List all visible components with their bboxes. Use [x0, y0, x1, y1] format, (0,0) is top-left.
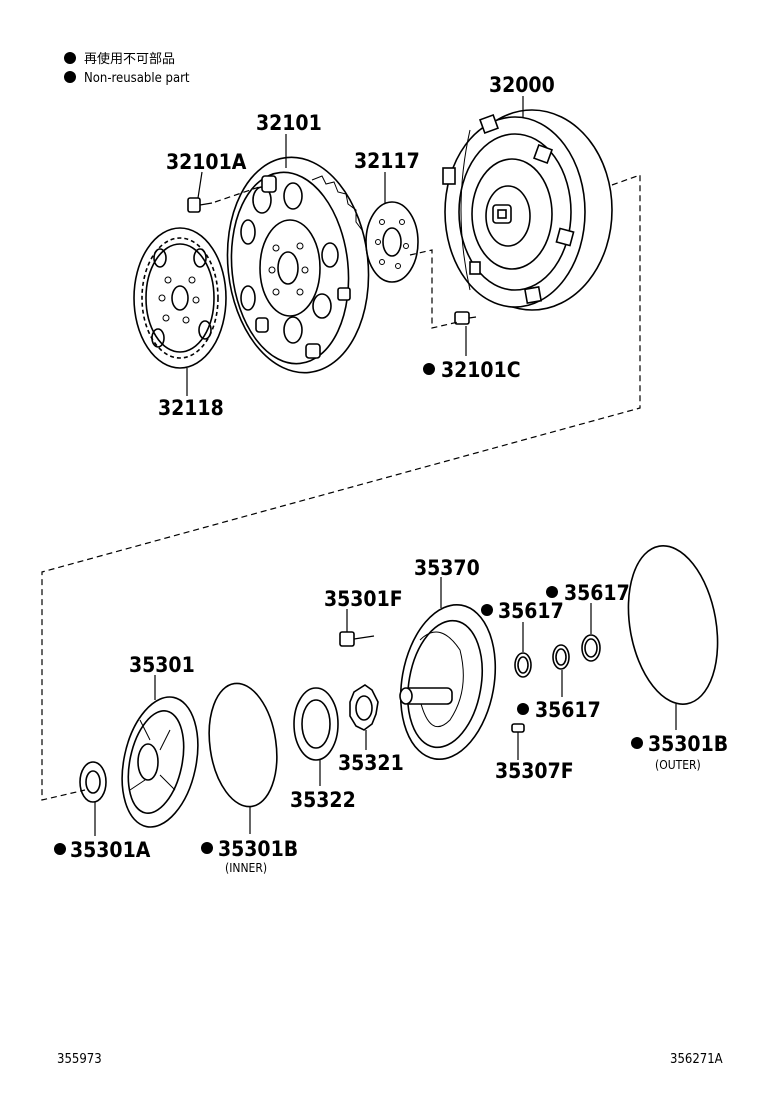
- non-reusable-marker-icon: [64, 52, 76, 64]
- figure-id-left: 355973: [57, 1052, 102, 1067]
- label-35301F: 35301F: [324, 587, 403, 611]
- torque-converter-drawing: [442, 109, 613, 311]
- driven-gear-drawing: [293, 687, 339, 761]
- oil-seal-drawing: [79, 761, 107, 803]
- label-35617-top: 35617: [564, 581, 630, 605]
- label-32101: 32101: [256, 111, 322, 135]
- non-reusable-marker-icon: [546, 586, 558, 598]
- alignment-lines: [41, 174, 641, 801]
- legend-text-jp: 再使用不可部品: [84, 51, 175, 67]
- non-reusable-marker-icon: [64, 71, 76, 83]
- label-35301A: 35301A: [70, 838, 151, 862]
- label-32101A: 32101A: [166, 150, 247, 174]
- bolt-35307F-drawing: [511, 723, 525, 745]
- bolt-32101A-drawing: [187, 197, 213, 213]
- label-35307F: 35307F: [495, 759, 574, 783]
- drive-plate-drawing: [226, 156, 370, 374]
- legend: 再使用不可部品 Non-reusable part: [64, 51, 190, 86]
- bolt-35301F-drawing: [339, 631, 375, 647]
- label-35321: 35321: [338, 751, 404, 775]
- sublabel-inner: (INNER): [225, 861, 267, 875]
- non-reusable-markers: [54, 363, 643, 855]
- signal-plate-drawing: [133, 227, 227, 369]
- o-ring-inner-drawing: [208, 682, 278, 808]
- non-reusable-marker-icon: [201, 842, 213, 854]
- figure-id-right: 356271A: [670, 1052, 723, 1067]
- label-35617-low: 35617: [535, 698, 601, 722]
- part-labels: 32000 32101 32101A 32117 32118 32101C 35…: [70, 73, 728, 875]
- label-35370: 35370: [414, 556, 480, 580]
- o-ring-outer-drawing: [627, 545, 719, 705]
- drive-gear-drawing: [349, 684, 379, 731]
- pump-body-drawing: [399, 603, 497, 761]
- bolt-32101C-drawing: [454, 311, 477, 325]
- non-reusable-marker-icon: [481, 604, 493, 616]
- label-35301: 35301: [129, 653, 195, 677]
- pump-housing-drawing: [121, 696, 199, 828]
- non-reusable-marker-icon: [54, 843, 66, 855]
- label-32117: 32117: [354, 149, 420, 173]
- non-reusable-marker-icon: [423, 363, 435, 375]
- label-35322: 35322: [290, 788, 356, 812]
- label-35301B-outer: 35301B: [648, 732, 728, 756]
- non-reusable-marker-icon: [517, 703, 529, 715]
- sublabel-outer: (OUTER): [655, 758, 701, 772]
- non-reusable-marker-icon: [631, 737, 643, 749]
- label-32101C: 32101C: [441, 358, 521, 382]
- leader-lines: [94, 96, 677, 836]
- label-32000: 32000: [489, 73, 555, 97]
- spacer-plate-drawing: [365, 201, 419, 283]
- label-35617-mid: 35617: [498, 599, 564, 623]
- legend-text-en: Non-reusable part: [84, 71, 190, 86]
- seal-rings-drawing: [514, 634, 601, 678]
- label-32118: 32118: [158, 396, 224, 420]
- label-35301B-inner: 35301B: [218, 837, 298, 861]
